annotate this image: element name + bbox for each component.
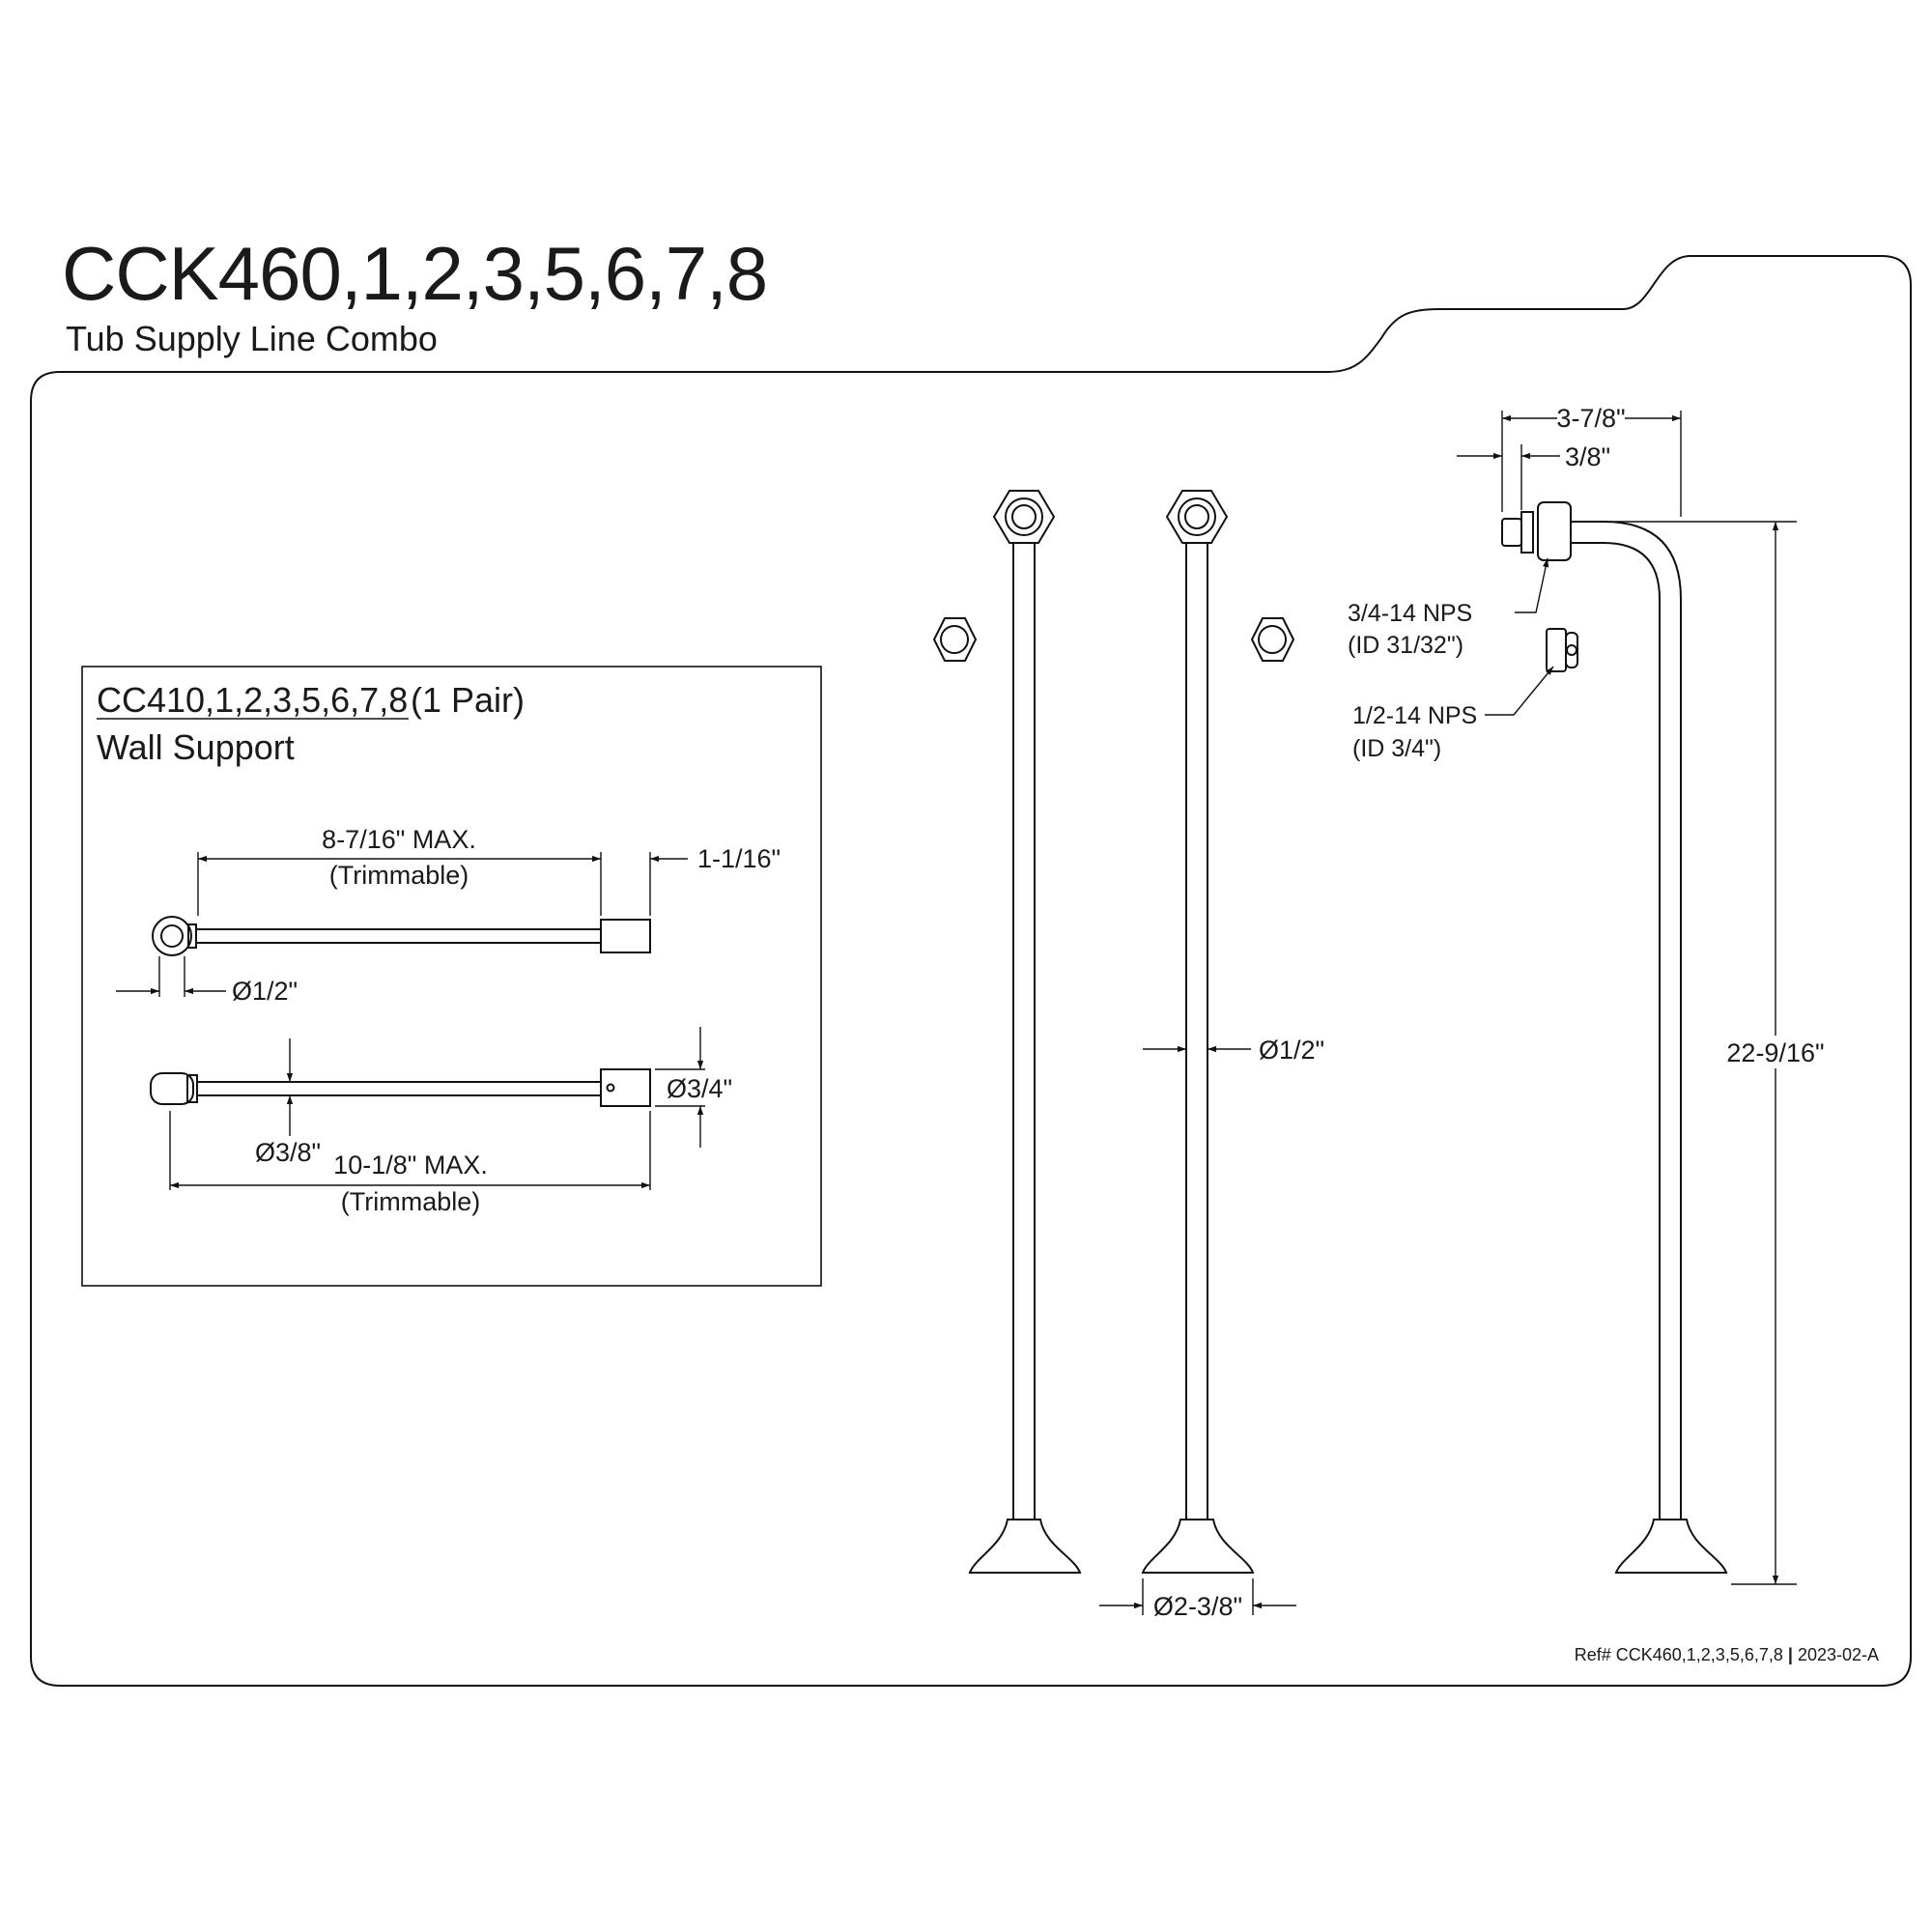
pipe-diameter-label: Ø1/2"	[1259, 1036, 1324, 1065]
rod-diameter-label: Ø3/8"	[255, 1138, 321, 1167]
supply-pipe-left	[932, 490, 1082, 1574]
upper-trim-label: (Trimmable)	[329, 861, 469, 890]
nut-thread-label: 3/4-14 NPS	[1348, 600, 1472, 627]
inlet-offset-label: 3/8"	[1565, 442, 1610, 471]
lower-length-label: 10-1/8" MAX.	[333, 1151, 488, 1179]
supply-pipe-side-view	[1501, 501, 1728, 1574]
wall-support-inset-box	[81, 666, 822, 1287]
adapter-callout-leader	[1485, 666, 1554, 716]
ring-diameter-label: Ø1/2"	[232, 977, 298, 1006]
nut-callout-leader	[1515, 557, 1549, 613]
page-title: CCK460,1,2,3,5,6,7,8	[62, 231, 768, 316]
height-label: 22-9/16"	[1726, 1038, 1824, 1067]
wall-support-lower-part	[150, 1068, 651, 1107]
inset-pair-note: (1 Pair)	[411, 680, 525, 720]
frame-outline	[30, 255, 1912, 1687]
lower-trim-label: (Trimmable)	[341, 1187, 481, 1216]
overall-width-label: 3-7/8"	[1556, 404, 1625, 433]
supply-pipe-right	[1141, 490, 1295, 1574]
reference-footer: Ref# CCK460,1,2,3,5,6,7,8 | 2023-02-A	[1575, 1645, 1879, 1665]
page-subtitle: Tub Supply Line Combo	[66, 319, 438, 358]
upper-length-label: 8-7/16" MAX.	[322, 825, 476, 854]
ref-number: Ref# CCK460,1,2,3,5,6,7,8	[1574, 1645, 1783, 1664]
flange-diameter-label: Ø2-3/8"	[1153, 1592, 1242, 1621]
inset-model: CC410,1,2,3,5,6,7,8	[97, 680, 408, 720]
wall-support-upper-part	[152, 916, 651, 956]
ref-revision: 2023-02-A	[1797, 1645, 1879, 1664]
ref-separator: |	[1787, 1645, 1793, 1664]
height-label-bg	[1723, 1036, 1830, 1068]
block-diameter-label: Ø3/4"	[667, 1074, 732, 1103]
overall-width-label-bg	[1557, 401, 1625, 434]
inset-name: Wall Support	[97, 727, 295, 767]
end-length-label: 1-1/16"	[697, 844, 781, 873]
adapter-thread-label: 1/2-14 NPS	[1352, 702, 1477, 729]
adapter-id-label: (ID 3/4")	[1352, 735, 1441, 762]
nut-id-label: (ID 31/32")	[1348, 632, 1463, 659]
